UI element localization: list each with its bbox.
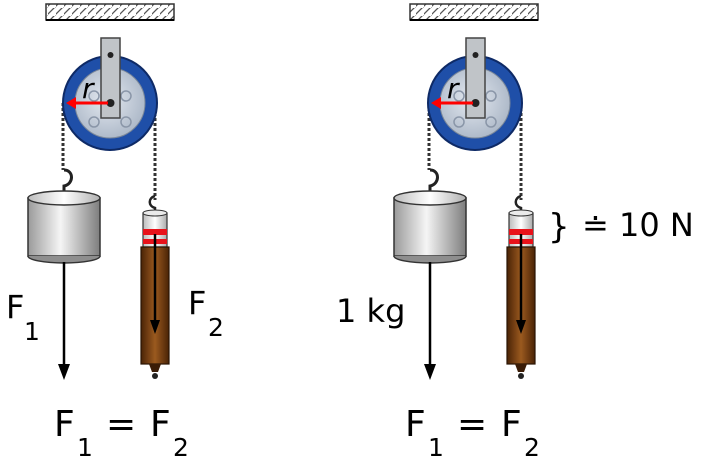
left-equation: F 1 = F 2 [54,404,189,462]
right-eq-lhs: F [405,404,426,445]
left-force1-label: F [6,288,24,326]
right-radius-arrowhead [431,97,441,109]
left-radius-arrowhead [66,97,76,109]
left-radius-label: r [82,72,95,105]
right-pulley-hole [453,116,465,128]
right-pulley-hole [485,90,497,102]
left-axle [106,99,115,107]
right-setup: r 1 kg } ≐ 10 N F 1 = F 2 [336,3,694,462]
left-hook-weight [62,168,73,194]
right-weight [393,190,467,264]
left-eq-rhs-sub: 2 [173,433,189,462]
right-eq-lhs-sub: 1 [428,433,444,462]
left-force1-subscript: 1 [24,317,40,346]
left-pulley-hole [88,90,100,102]
right-scale-brace: } [548,207,570,247]
right-force1-arrowhead [424,364,436,380]
left-weight [27,190,101,264]
right-pulley-bracket [465,37,486,119]
right-eq-rhs: F [501,404,522,445]
right-bracket-pin [472,52,479,58]
left-force1-arrowhead [58,364,70,380]
left-force2-arrowhead [150,320,160,334]
right-hook-scale [514,194,523,212]
right-scale-reading: ≐ 10 N [582,206,694,244]
right-mass-label: 1 kg [336,292,405,330]
right-axle [471,99,480,107]
left-eq-lhs: F [54,404,75,445]
right-force2-arrowhead [516,320,526,334]
right-hook-weight [428,168,439,194]
left-bracket-pin [107,52,114,58]
left-eq-rhs: F [150,404,171,445]
right-pulley-hole [453,90,465,102]
right-equation: F 1 = F 2 [405,404,540,462]
right-radius-label: r [447,72,460,105]
left-pulley-hole [88,116,100,128]
right-ceiling [409,3,539,21]
left-pulley-bracket [100,37,121,119]
left-force2-subscript: 2 [208,313,224,342]
left-eq-op: = [106,404,136,445]
left-hook-scale [148,194,157,212]
right-pulley-hole [485,116,497,128]
left-force2-label: F [188,284,206,322]
right-eq-rhs-sub: 2 [524,433,540,462]
left-pulley-hole [120,90,132,102]
left-setup: r F 1 F 2 F 1 [6,3,224,462]
left-pulley-hole [120,116,132,128]
left-eq-lhs-sub: 1 [77,433,93,462]
left-ceiling [45,3,175,21]
right-eq-op: = [457,404,487,445]
